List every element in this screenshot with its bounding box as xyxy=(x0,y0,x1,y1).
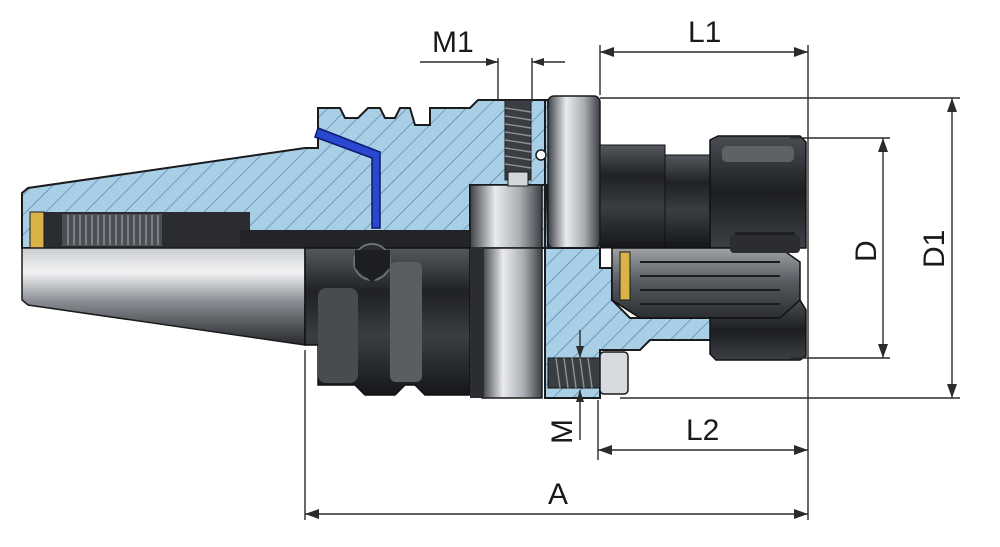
label-l2: L2 xyxy=(686,414,719,447)
label-m1: M1 xyxy=(432,26,474,59)
large-ring-upper xyxy=(547,95,601,249)
section-upper-half xyxy=(21,95,601,249)
thread-bore xyxy=(62,214,162,246)
screw-thread xyxy=(504,107,532,169)
label-d1: D1 xyxy=(918,230,951,268)
label-m: M xyxy=(546,419,579,444)
screw-tip xyxy=(507,171,529,187)
lower-half xyxy=(21,235,807,399)
coolant-pin xyxy=(314,127,381,229)
label-d: D xyxy=(850,240,883,262)
thread-lines xyxy=(67,215,159,245)
central-bore xyxy=(240,230,470,248)
gold-ring-lower xyxy=(619,251,631,301)
front-body-upper xyxy=(599,135,807,249)
gold-ring-upper xyxy=(29,211,45,249)
screw-head xyxy=(599,351,629,395)
collet xyxy=(611,247,801,319)
clamping-nut-lower xyxy=(709,298,807,361)
label-l1: L1 xyxy=(688,16,721,49)
collet-slots xyxy=(640,261,780,305)
small-hole xyxy=(535,149,547,161)
flange-ring-upper xyxy=(469,184,543,249)
taper-shank xyxy=(21,247,306,346)
label-a: A xyxy=(548,478,568,511)
dimensions: M1 L1 D D1 M L2 A xyxy=(304,16,960,520)
flange-ring-lower xyxy=(481,247,543,399)
